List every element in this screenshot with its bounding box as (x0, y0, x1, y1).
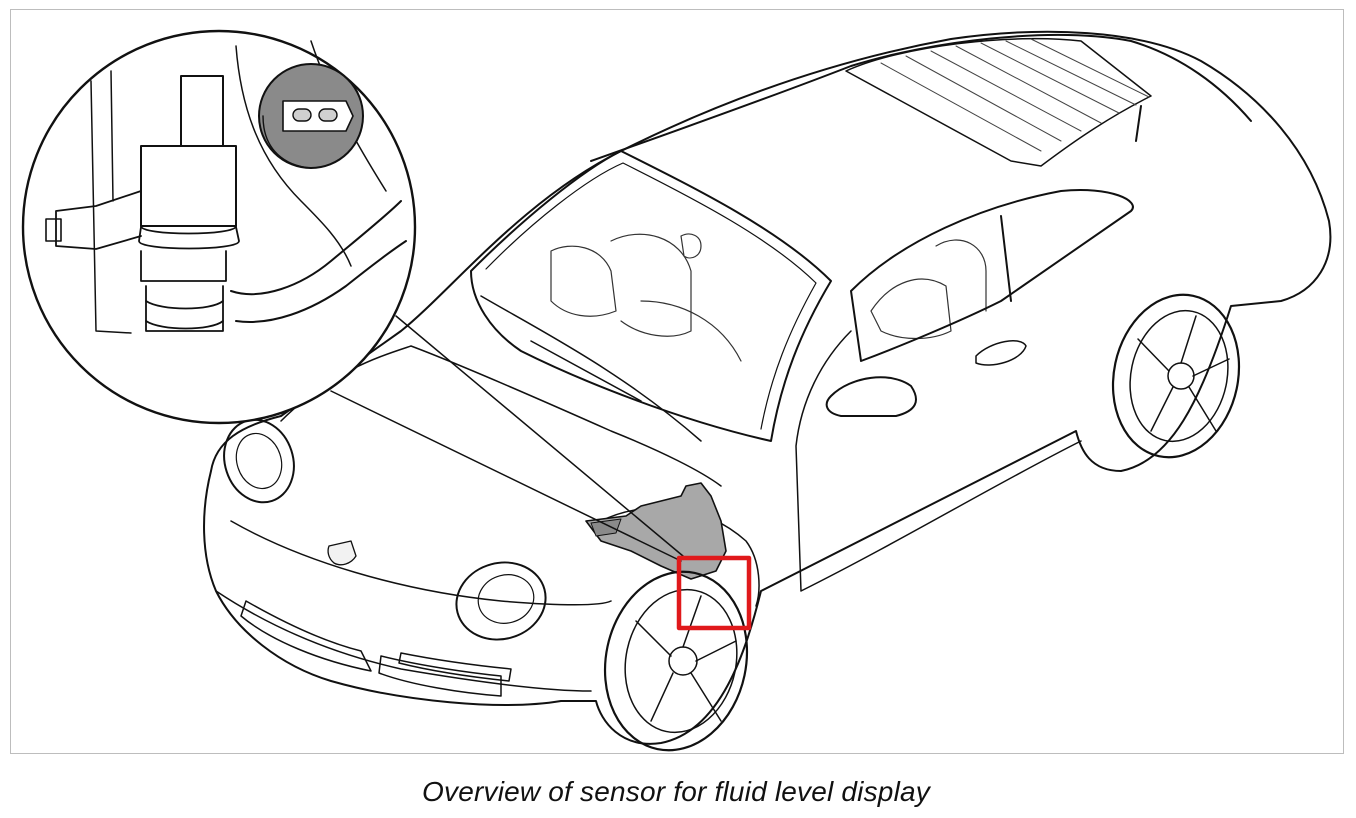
antenna (1135, 105, 1142, 142)
headlight-right-inner (477, 574, 535, 624)
bumper-intake-left (240, 600, 372, 672)
headlight-left-inner (235, 432, 283, 490)
door-line (795, 330, 1082, 592)
rear-wheel (1111, 293, 1241, 459)
fluid-reservoir (585, 482, 727, 580)
car-diagram (21, 29, 1332, 752)
crest-icon (327, 540, 357, 566)
front-wheel (603, 570, 749, 752)
callout-line-upper (395, 315, 684, 557)
callout-line-lower (330, 390, 682, 562)
side-window (850, 189, 1134, 362)
windshield-inner (485, 162, 817, 430)
sunroof (845, 37, 1152, 167)
roof-line (590, 34, 1252, 162)
side-mirror (825, 376, 917, 417)
detail-contents (45, 40, 407, 334)
b-pillar (1000, 215, 1012, 302)
windshield (470, 150, 832, 442)
front-bumper (215, 590, 592, 692)
hood-front-edge (230, 520, 612, 606)
headlight-left (223, 418, 295, 504)
wiper (480, 295, 702, 442)
figure-frame (10, 9, 1344, 754)
figure-caption: Overview of sensor for fluid level displ… (422, 776, 930, 807)
sunroof-slats (880, 38, 1150, 152)
headlight-right (455, 561, 547, 641)
bumper-intake-center (378, 655, 502, 697)
sensor-highlight-box (676, 555, 752, 631)
door-handle (975, 340, 1027, 366)
bumper-slot (398, 652, 512, 682)
reservoir-detail (590, 518, 622, 537)
interior-seats (550, 233, 987, 362)
